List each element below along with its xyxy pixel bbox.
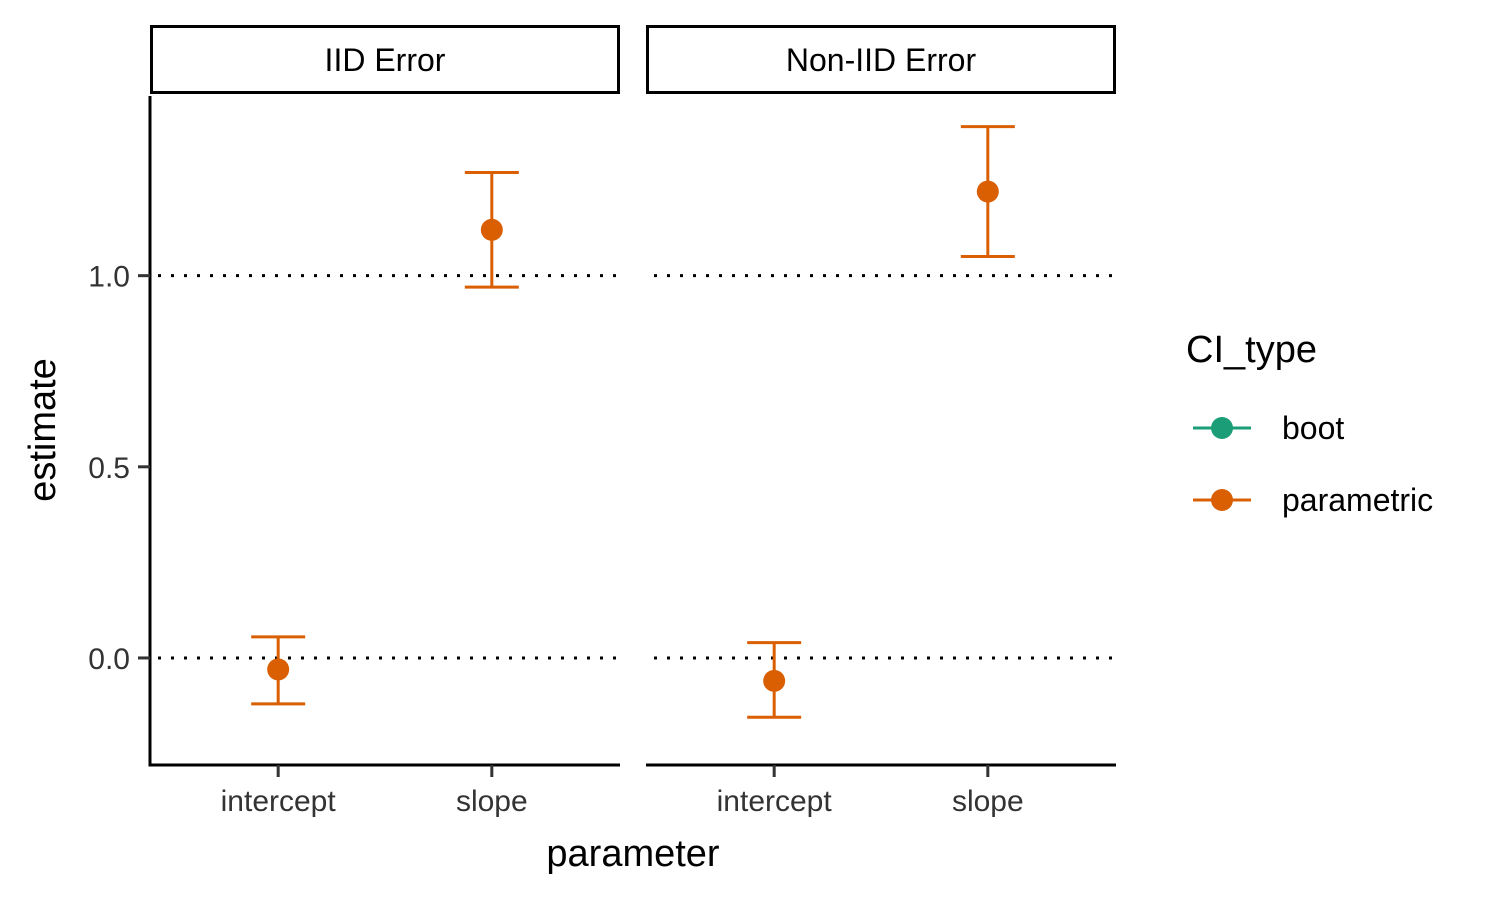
y-axis-title: estimate: [22, 358, 64, 502]
x-tick-label: slope: [456, 785, 528, 818]
facet-panels: IID Error intercept slope Non-IID Error inte…: [150, 25, 1116, 818]
x-tick-label: intercept: [717, 785, 833, 818]
legend-key-point: [1211, 417, 1233, 439]
y-tick-label: 0.0: [88, 643, 130, 676]
facet-strip-box: [646, 25, 1116, 94]
y-axis: 0.0 0.5 1.0: [88, 96, 152, 767]
estimate-point: [763, 669, 786, 692]
legend-label: boot: [1282, 410, 1344, 446]
legend-entry: parametric: [1193, 482, 1433, 518]
estimate-point: [480, 218, 503, 241]
x-axis-title: parameter: [546, 833, 720, 875]
legend-entry: boot: [1193, 410, 1344, 446]
legend: CI_type boot parametric: [1186, 329, 1433, 518]
facet-panel: Non-IID Error intercept slope: [646, 25, 1116, 818]
x-tick-label: slope: [952, 785, 1024, 818]
y-tick-label: 0.5: [88, 452, 130, 485]
legend-key-point: [1211, 489, 1233, 511]
facet-strip-label: IID Error: [325, 42, 446, 78]
facet-strip-box: [150, 25, 620, 94]
estimate-point: [976, 180, 999, 203]
legend-label: parametric: [1282, 482, 1433, 518]
legend-title: CI_type: [1186, 329, 1317, 371]
y-tick-label: 1.0: [88, 261, 130, 294]
x-tick-label: intercept: [221, 785, 337, 818]
estimate-point: [267, 658, 290, 681]
facet-panel: IID Error intercept slope: [150, 25, 620, 818]
facet-strip-label: Non-IID Error: [786, 42, 977, 78]
